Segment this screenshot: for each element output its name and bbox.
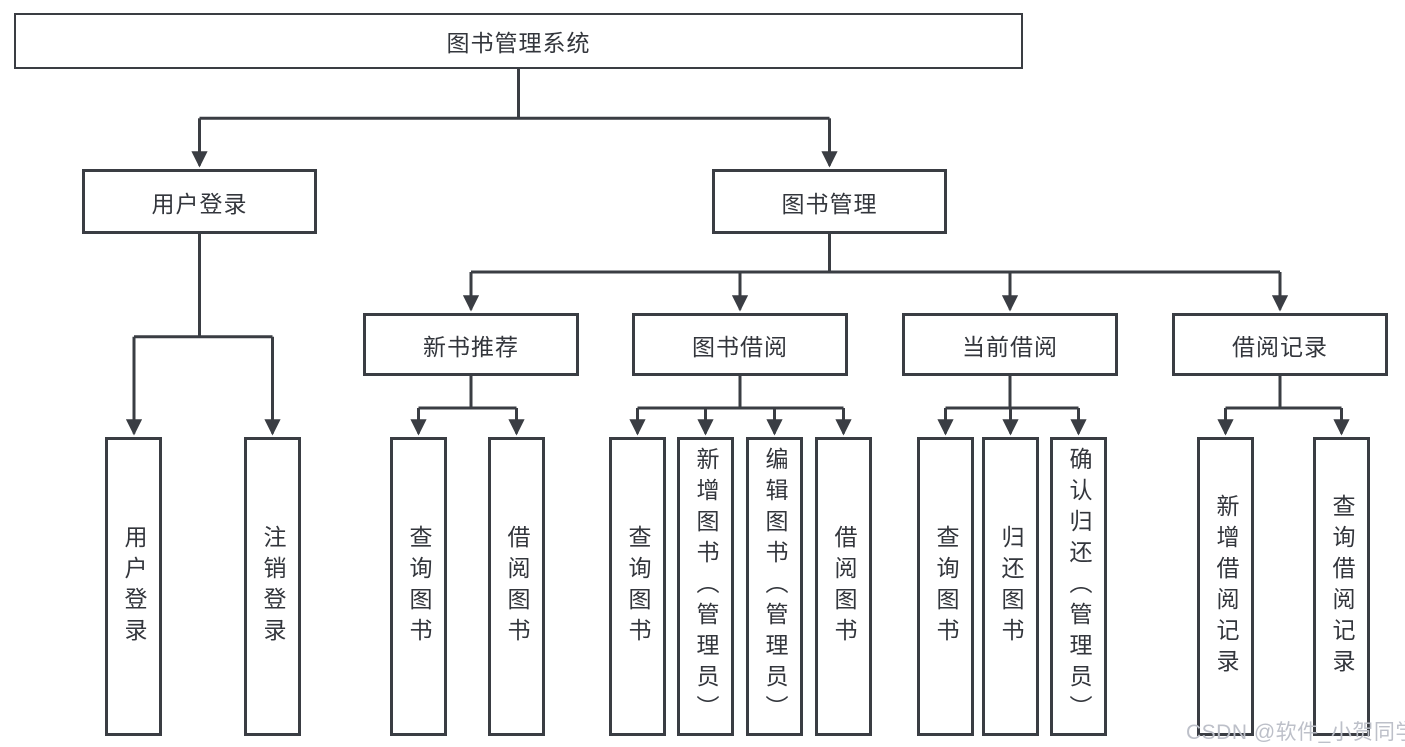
leaf-user-login: 用户登录 [105,437,162,736]
leaf-confirm-return-admin: 确认归还（管理员） [1050,437,1107,736]
leaf-confirm-return-admin-label: 确认归还（管理员） [1066,447,1092,726]
leaf-logout-label: 注销登录 [260,524,286,649]
node-library-management-system: 图书管理系统 [14,13,1023,69]
leaf-return-book-label: 归还图书 [998,524,1024,649]
leaf-borrow-books-recommend: 借阅图书 [488,437,545,736]
leaf-borrow-books-label: 借阅图书 [831,524,857,649]
node-book-borrowing-label: 图书借阅 [692,333,788,360]
leaf-borrow-books-recommend-label: 借阅图书 [504,524,530,649]
leaf-query-books-borrowing: 查询图书 [609,437,666,736]
leaf-add-borrow-record: 新增借阅记录 [1197,437,1254,736]
leaf-query-books-recommend: 查询图书 [390,437,447,736]
node-book-borrowing: 图书借阅 [632,313,848,376]
leaf-query-books-current: 查询图书 [917,437,974,736]
leaf-logout: 注销登录 [244,437,301,736]
leaf-add-borrow-record-label: 新增借阅记录 [1213,493,1239,680]
leaf-query-books-recommend-label: 查询图书 [406,524,432,649]
leaf-add-book-admin: 新增图书（管理员） [677,437,734,736]
node-user-login-label: 用户登录 [151,190,248,217]
node-user-login: 用户登录 [82,169,317,234]
leaf-user-login-label: 用户登录 [121,524,147,649]
leaf-borrow-books: 借阅图书 [815,437,872,736]
node-book-management-label: 图书管理 [781,190,878,217]
node-borrowing-records: 借阅记录 [1172,313,1388,376]
node-current-borrowing-label: 当前借阅 [962,333,1058,360]
node-borrowing-records-label: 借阅记录 [1232,333,1328,360]
leaf-edit-book-admin-label: 编辑图书（管理员） [762,447,788,726]
node-new-book-recommendation: 新书推荐 [363,313,579,376]
node-new-book-recommendation-label: 新书推荐 [423,333,519,360]
node-library-management-system-label: 图书管理系统 [446,30,591,56]
node-book-management: 图书管理 [712,169,947,234]
leaf-query-borrow-record: 查询借阅记录 [1313,437,1370,736]
leaf-return-book: 归还图书 [982,437,1039,736]
leaf-query-books-borrowing-label: 查询图书 [625,524,651,649]
node-current-borrowing: 当前借阅 [902,313,1118,376]
leaf-edit-book-admin: 编辑图书（管理员） [746,437,803,736]
csdn-watermark: CSDN @软件_小贺同学 [1186,721,1405,744]
leaf-add-book-admin-label: 新增图书（管理员） [693,447,719,726]
leaf-query-books-current-label: 查询图书 [933,524,959,649]
leaf-query-borrow-record-label: 查询借阅记录 [1329,493,1355,680]
